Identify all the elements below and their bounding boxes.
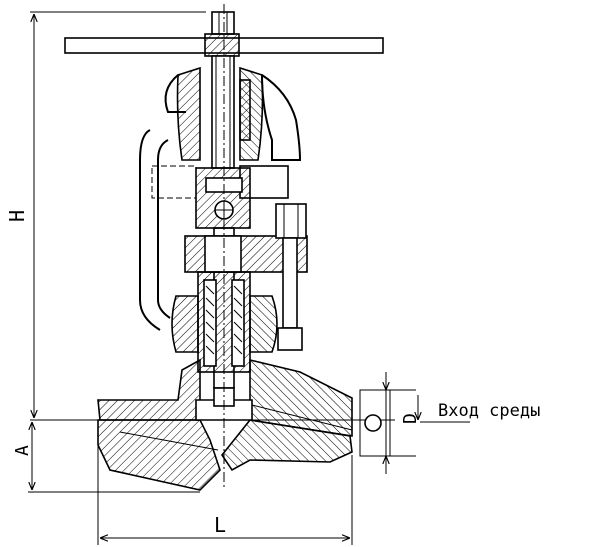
dimension-a: A <box>12 422 200 493</box>
dimension-h-label: H <box>5 210 29 222</box>
dimension-l: L <box>97 445 353 545</box>
stem-coupling <box>195 167 251 229</box>
inlet-arrow: Вход среды <box>418 395 540 423</box>
dimension-a-label: A <box>12 445 33 456</box>
side-bosses <box>171 295 278 353</box>
yoke <box>139 66 302 331</box>
stem-top-nut <box>204 11 240 57</box>
inlet-label: Вход среды <box>438 401 540 421</box>
gland-bolt <box>275 203 307 351</box>
dimension-d-label: D <box>400 413 421 424</box>
centre-lines <box>40 4 395 490</box>
dimension-d: D <box>360 372 421 474</box>
dimension-l-label: L <box>214 513 226 537</box>
dimension-h: H <box>5 11 206 421</box>
